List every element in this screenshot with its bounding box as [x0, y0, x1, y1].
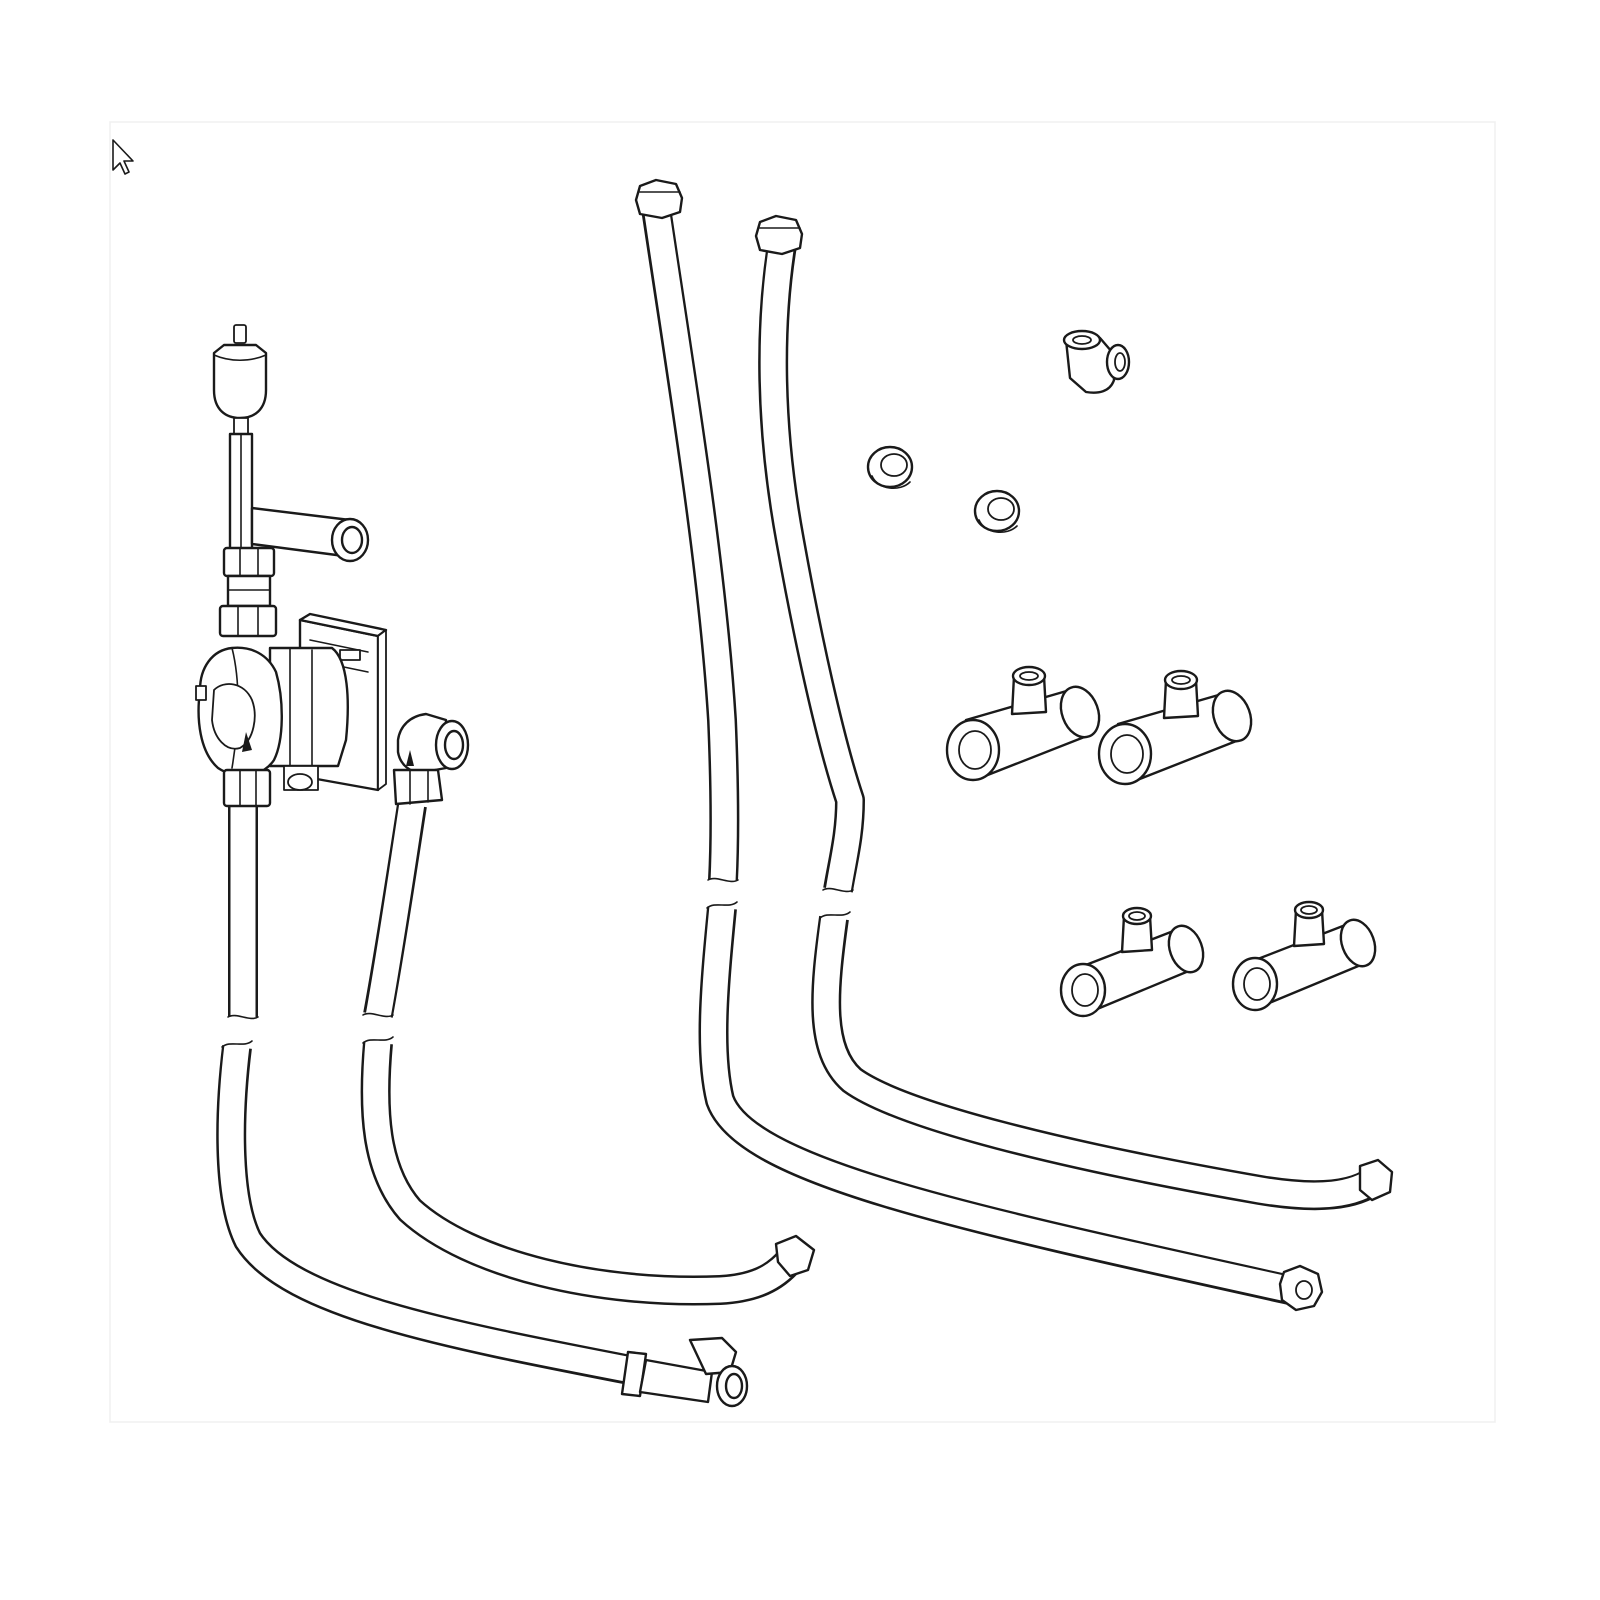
hose-3-top-nut	[634, 178, 684, 220]
flexible-hose-1	[216, 803, 749, 1408]
drawing-frame	[109, 121, 1496, 1423]
compression-olive-icon	[866, 445, 914, 489]
flexible-hose-icon	[641, 204, 1295, 1305]
union-body	[226, 574, 272, 608]
flexible-hose-4	[754, 214, 1394, 1211]
tee-fitting-icon	[945, 665, 1101, 782]
tee-fitting-icon	[1059, 906, 1205, 1018]
automatic-air-vent-icon	[212, 324, 268, 551]
flexible-hose-3	[634, 178, 1324, 1312]
compression-olive-icon	[973, 489, 1021, 533]
tee-fitting-icon	[1097, 669, 1253, 786]
elbow-connector	[392, 712, 470, 806]
circulation-pump-icon	[195, 646, 349, 808]
union-nut-upper	[222, 546, 276, 578]
elbow-fitting-icon	[1062, 329, 1131, 394]
union-nut-lower	[218, 604, 278, 638]
pipe-stub-icon	[250, 506, 370, 563]
hose-1-end-fitting	[620, 1336, 749, 1408]
tee-fitting-small-1	[1059, 906, 1205, 1018]
tee-fitting-large-2	[1097, 669, 1253, 786]
small-elbow-fitting	[1062, 329, 1131, 394]
tee-fitting-large-1	[945, 665, 1101, 782]
compression-olive-1	[866, 445, 914, 489]
flexible-hose-icon	[216, 803, 645, 1387]
tee-fitting-icon	[1231, 900, 1377, 1012]
hose-2-hex-nut	[774, 1234, 816, 1278]
hose-3-bottom-nut	[1278, 1264, 1324, 1312]
flexible-hose-icon	[758, 241, 1385, 1211]
hose-4-top-nut	[754, 214, 804, 256]
arrow-pointer-icon	[112, 139, 134, 175]
flexible-hose-2	[360, 801, 816, 1306]
pump-assembly	[195, 324, 388, 808]
compression-olive-2	[973, 489, 1021, 533]
flexible-hose-icon	[360, 801, 802, 1306]
hose-4-bottom-nut	[1358, 1158, 1394, 1202]
tee-fitting-small-2	[1231, 900, 1377, 1012]
elbow-fitting-icon	[392, 712, 470, 806]
